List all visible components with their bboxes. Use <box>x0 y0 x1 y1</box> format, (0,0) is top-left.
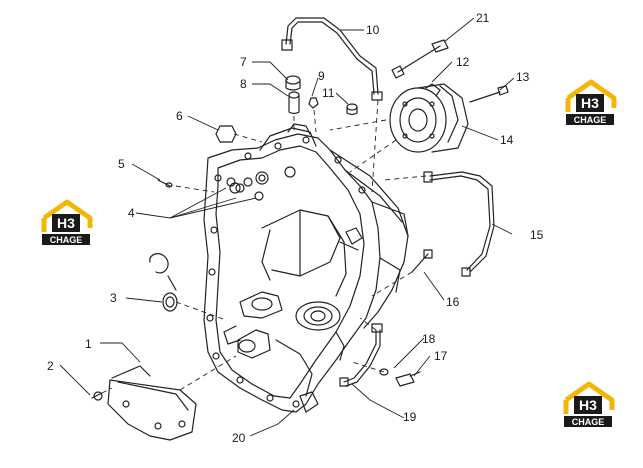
logo-word-text: CHAGE <box>574 115 607 125</box>
callout-19: 19 <box>403 410 417 424</box>
part-18-washer <box>379 368 389 376</box>
callout-2: 2 <box>47 359 54 373</box>
callout-labels: 1 2 3 4 5 6 7 8 9 10 11 12 13 14 15 16 1… <box>47 11 544 445</box>
logo-word-text: CHAGE <box>572 417 605 427</box>
logo-mark-text: H3 <box>57 215 75 231</box>
callout-3: 3 <box>110 291 117 305</box>
callout-1: 1 <box>85 337 92 351</box>
part-12-gasket <box>425 83 441 97</box>
callout-14: 14 <box>500 133 514 147</box>
part-21-sensor <box>391 39 449 79</box>
callout-9: 9 <box>318 69 325 83</box>
part-1-shield-cover <box>107 365 197 441</box>
callout-17: 17 <box>434 349 448 363</box>
part-10-pipe <box>281 17 383 101</box>
callout-16: 16 <box>446 295 460 309</box>
callout-10: 10 <box>366 23 380 37</box>
part-8-bushing <box>288 91 300 115</box>
callout-6: 6 <box>176 109 183 123</box>
brand-logo-left: H3 CHAGE <box>38 198 96 248</box>
callout-18: 18 <box>422 332 436 346</box>
part-4-o-rings <box>226 177 264 201</box>
callout-8: 8 <box>240 77 247 91</box>
callout-12: 12 <box>456 55 470 69</box>
callout-4: 4 <box>128 206 135 220</box>
part-11-cap <box>346 103 358 116</box>
logo-mark-icon: H3 CHAGE <box>565 79 617 125</box>
callout-20: 20 <box>232 431 246 445</box>
part-7-breather <box>285 75 301 91</box>
transmission-housing <box>203 123 409 413</box>
logo-mark-icon: H3 CHAGE <box>41 199 93 245</box>
part-6-plug <box>215 125 237 143</box>
assembly-lines <box>101 99 427 394</box>
part-5-dowel-pin <box>157 179 173 188</box>
brand-logo-top-right: H3 CHAGE <box>562 78 620 128</box>
part-9-fitting <box>308 97 319 109</box>
logo-mark-text: H3 <box>581 95 599 111</box>
logo-word-text: CHAGE <box>50 235 83 245</box>
callout-11: 11 <box>322 86 335 100</box>
part-2-screw <box>91 391 103 401</box>
part-15-pipe <box>423 171 495 277</box>
callout-13: 13 <box>516 70 530 84</box>
part-3-seal <box>149 253 178 312</box>
part-14-pump <box>389 83 469 153</box>
brand-logo-bottom-right: H3 CHAGE <box>560 380 618 430</box>
callout-7: 7 <box>240 55 247 69</box>
callout-5: 5 <box>118 157 125 171</box>
callout-15: 15 <box>530 228 544 242</box>
logo-mark-icon: H3 CHAGE <box>563 381 615 427</box>
part-17-sensor <box>395 371 421 387</box>
part-16-bolt <box>411 249 433 273</box>
callout-21: 21 <box>476 11 490 25</box>
part-19-pipe <box>339 323 383 387</box>
leader-lines <box>59 17 515 437</box>
logo-mark-text: H3 <box>579 397 597 413</box>
